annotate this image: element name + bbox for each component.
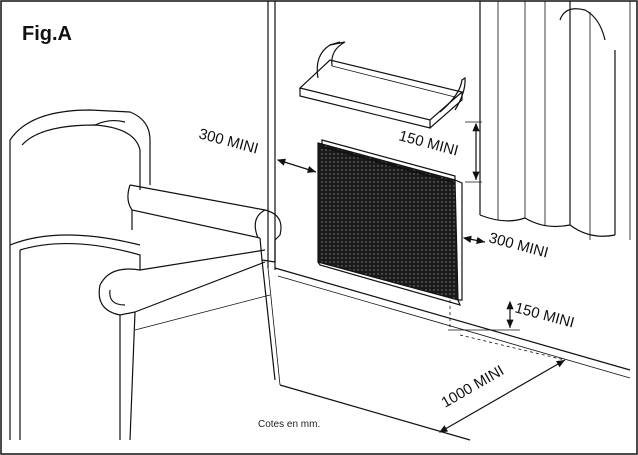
side-clearance-label: 300 MINI (197, 125, 260, 157)
front-clearance-label: 1000 MINI (439, 362, 507, 411)
right-clearance-label: 300 MINI (487, 229, 550, 261)
figure-label: Fig.A (22, 23, 72, 45)
top-clearance-label: 150 MINI (397, 127, 460, 159)
radiator-panel (317, 139, 463, 306)
dimension-lines (276, 121, 566, 433)
units-note: Cotes en mm. (258, 419, 320, 430)
room-walls (267, 1, 631, 441)
curtain (479, 1, 631, 240)
floor-clearance-label: 150 MINI (513, 299, 576, 331)
wall-shelf (298, 41, 466, 129)
armchair (9, 109, 282, 441)
